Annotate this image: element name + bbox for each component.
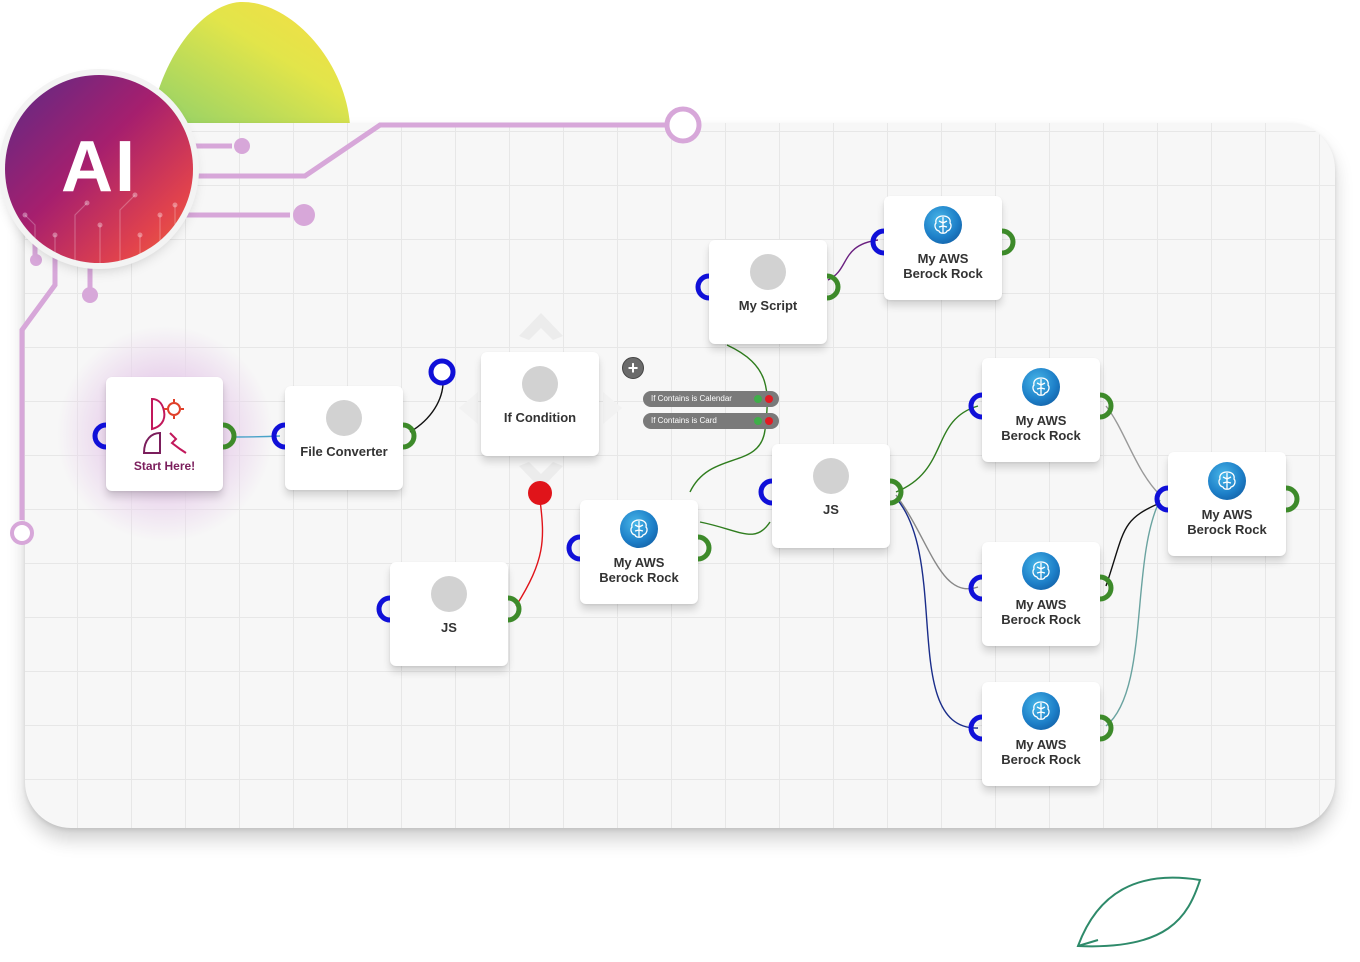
js-lower-label: JS	[441, 620, 457, 635]
decorative-yellow-blob	[150, 1, 350, 126]
input-port	[271, 422, 286, 450]
aws-right-2-label: My AWS Berock Rock	[1001, 597, 1081, 627]
status-dot-green	[754, 417, 762, 425]
brain-chip-icon	[620, 510, 658, 548]
aws-right-3-node[interactable]: My AWS Berock Rock	[982, 682, 1100, 786]
start-node[interactable]: Start Here!	[106, 377, 223, 491]
if-condition-node[interactable]: If Condition	[481, 352, 599, 456]
aws-far-right-label: My AWS Berock Rock	[1187, 507, 1267, 537]
output-port	[889, 478, 904, 506]
plus-icon[interactable]: +	[622, 357, 644, 379]
ai-badge: AI	[5, 75, 193, 263]
aws-top-node[interactable]: My AWS Berock Rock	[884, 196, 1002, 300]
decorative-leaf-outline	[1076, 876, 1202, 948]
input-port	[376, 595, 391, 623]
output-port	[826, 273, 841, 301]
my-script-label: My Script	[738, 298, 798, 313]
aws-right-1-node[interactable]: My AWS Berock Rock	[982, 358, 1100, 462]
brain-chip-icon	[924, 206, 962, 244]
input-port	[968, 714, 983, 742]
person-gear-icon	[142, 397, 187, 454]
if-condition-label: If Condition	[503, 410, 577, 425]
my-script-node[interactable]: My Script	[709, 240, 827, 344]
ai-badge-text: AI	[61, 127, 137, 207]
js-center-label: JS	[823, 502, 839, 517]
output-port	[402, 422, 417, 450]
output-port	[1099, 714, 1114, 742]
file-converter-label: File Converter	[300, 444, 388, 459]
input-port	[1154, 485, 1169, 513]
node-placeholder-icon	[813, 458, 849, 494]
status-dot-red	[765, 395, 773, 403]
brain-chip-icon	[1022, 368, 1060, 406]
file-converter-node[interactable]: File Converter	[285, 386, 403, 490]
condition-pill-calendar[interactable]: If Contains is Calendar	[643, 391, 779, 407]
input-port	[968, 574, 983, 602]
aws-middle-node[interactable]: My AWS Berock Rock	[580, 500, 698, 604]
aws-right-2-node[interactable]: My AWS Berock Rock	[982, 542, 1100, 646]
input-port	[870, 228, 885, 256]
aws-right-3-label: My AWS Berock Rock	[1001, 737, 1081, 767]
output-port	[697, 534, 712, 562]
output-port	[222, 422, 237, 450]
output-port	[1099, 574, 1114, 602]
brain-chip-icon	[1022, 552, 1060, 590]
aws-middle-label: My AWS Berock Rock	[599, 555, 679, 585]
input-port	[566, 534, 581, 562]
output-port	[1001, 228, 1016, 256]
start-node-label: Start Here!	[133, 459, 196, 473]
js-lower-node[interactable]: JS	[390, 562, 508, 666]
condition-label: If Contains is Card	[651, 416, 717, 425]
error-port	[528, 481, 552, 505]
js-center-node[interactable]: JS	[772, 444, 890, 548]
status-dot-red	[765, 417, 773, 425]
input-port	[758, 478, 773, 506]
connection-endpoint	[428, 358, 456, 386]
output-port	[507, 595, 522, 623]
input-port	[968, 392, 983, 420]
node-placeholder-icon	[750, 254, 786, 290]
input-port	[92, 422, 107, 450]
status-dot-green	[754, 395, 762, 403]
aws-right-1-label: My AWS Berock Rock	[1001, 413, 1081, 443]
condition-label: If Contains is Calendar	[651, 394, 732, 403]
node-placeholder-icon	[431, 576, 467, 612]
condition-pill-card[interactable]: If Contains is Card	[643, 413, 779, 429]
output-port	[1099, 392, 1114, 420]
brain-chip-icon	[1208, 462, 1246, 500]
aws-top-label: My AWS Berock Rock	[903, 251, 983, 281]
circuit-pattern-icon	[22, 192, 178, 263]
node-placeholder-icon	[522, 366, 558, 402]
brain-chip-icon	[1022, 692, 1060, 730]
output-port	[1285, 485, 1300, 513]
aws-far-right-node[interactable]: My AWS Berock Rock	[1168, 452, 1286, 556]
input-port	[695, 273, 710, 301]
node-placeholder-icon	[326, 400, 362, 436]
